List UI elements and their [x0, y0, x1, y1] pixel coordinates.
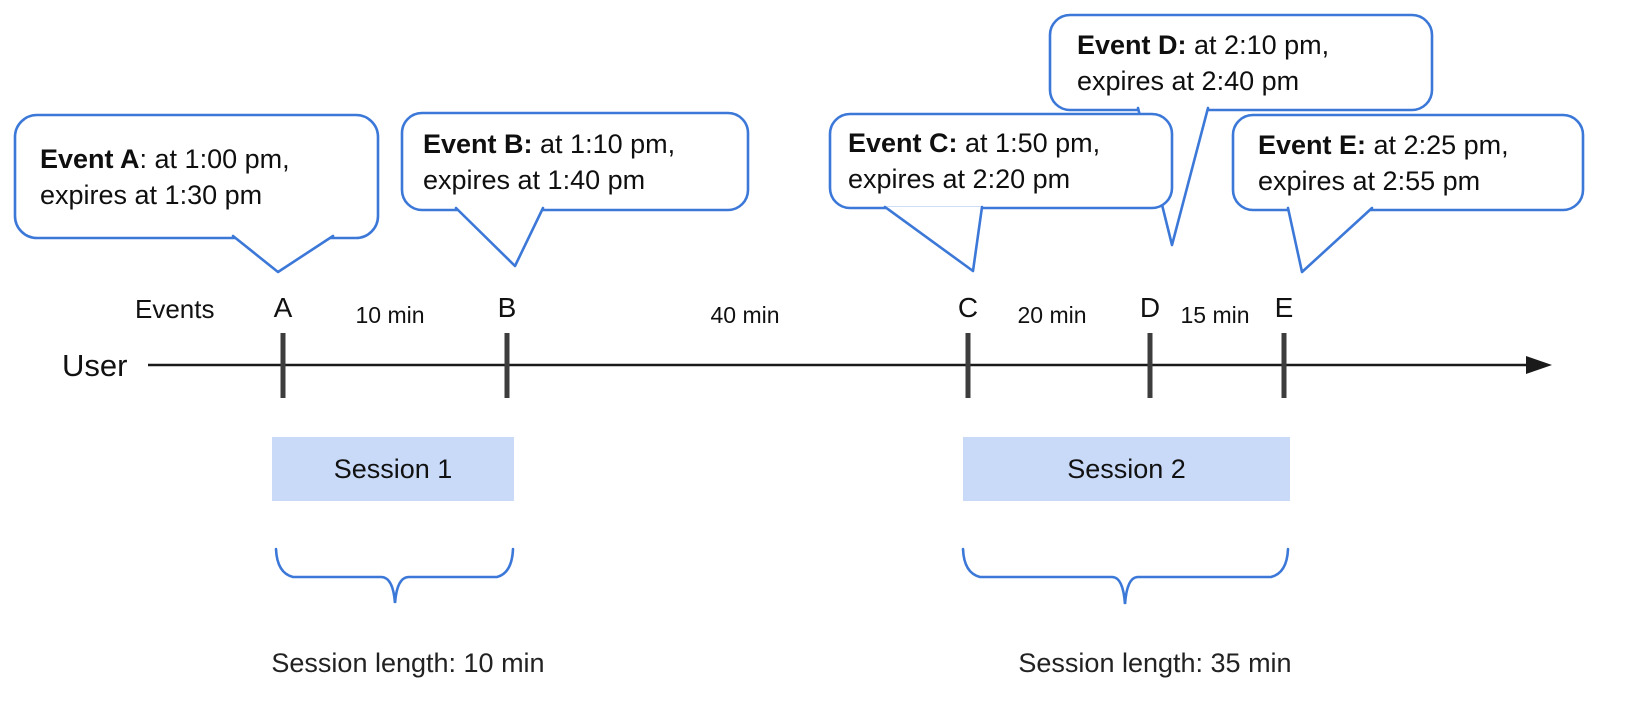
bubble-d-line2: expires at 2:40 pm — [1077, 65, 1300, 96]
bubble-a-time: : at 1:00 pm, — [139, 143, 290, 174]
speech-bubble-a: Event A: at 1:00 pm, expires at 1:30 pm — [15, 115, 378, 238]
event-letter-e: E — [1274, 292, 1294, 323]
bubble-b-time: at 1:10 pm, — [532, 128, 676, 159]
bubble-c-line2: expires at 2:20 pm — [848, 164, 1071, 194]
speech-bubble-b-tail — [454, 206, 545, 268]
event-letter-a: A — [273, 292, 293, 323]
bubble-c-time: at 1:50 pm, — [957, 128, 1101, 158]
speech-bubble-c-shape — [828, 112, 1174, 210]
speech-bubble-a-shape — [13, 113, 380, 240]
session-1-label: Session 1 — [333, 453, 453, 484]
speech-bubble-d: Event D: at 2:10 pm, expires at 2:40 pm — [1050, 15, 1432, 110]
session-2-brace — [961, 547, 1290, 605]
session-1-length-label: Session length: 10 min — [271, 648, 545, 678]
bubble-e-line1: Event E: at 2:25 pm, — [1258, 127, 1583, 163]
events-axis-label: Events — [135, 294, 215, 324]
bubble-b-line2: expires at 1:40 pm — [423, 164, 646, 195]
session-2-label: Session 2 — [1067, 453, 1186, 484]
session-1-box: Session 1 — [272, 437, 514, 501]
interval-label-a-b: 10 min — [355, 302, 425, 328]
timeline-arrowhead — [1526, 356, 1552, 374]
bubble-b-title: Event B: — [423, 128, 533, 159]
bubble-c-line1: Event C: at 1:50 pm, — [848, 125, 1172, 161]
bubble-e-time: at 2:25 pm, — [1366, 129, 1509, 160]
speech-bubble-e-shape — [1231, 113, 1585, 212]
bubble-d-time: at 2:10 pm, — [1186, 29, 1330, 60]
session-2-length-label: Session length: 35 min — [1018, 648, 1292, 678]
bubble-a-line1: Event A: at 1:00 pm, — [40, 141, 378, 177]
event-letter-b: B — [497, 292, 517, 323]
bubble-a-title: Event A — [40, 143, 140, 174]
speech-bubble-e: Event E: at 2:25 pm, expires at 2:55 pm — [1233, 115, 1583, 210]
speech-bubble-c: Event C: at 1:50 pm, expires at 2:20 pm — [830, 114, 1172, 208]
speech-bubble-a-tail — [231, 234, 335, 274]
speech-bubble-b: Event B: at 1:10 pm, expires at 1:40 pm — [402, 113, 748, 210]
bubble-e-title: Event E: — [1258, 129, 1367, 160]
session-2-box: Session 2 — [963, 437, 1290, 501]
session-1-brace — [274, 547, 515, 604]
speech-bubble-c-tail — [883, 205, 984, 273]
interval-label-c-d: 20 min — [1017, 302, 1087, 328]
bubble-a-line2: expires at 1:30 pm — [40, 179, 263, 210]
interval-label-b-c: 40 min — [710, 302, 780, 328]
event-letter-d: D — [1139, 292, 1161, 323]
speech-bubble-b-shape — [400, 111, 750, 212]
speech-bubble-e-tail — [1286, 206, 1374, 274]
event-letter-c: C — [957, 292, 979, 323]
bubble-b-line1: Event B: at 1:10 pm, — [423, 126, 748, 162]
bubble-e-line2: expires at 2:55 pm — [1258, 165, 1481, 196]
bubble-c-title: Event C: — [848, 128, 958, 158]
speech-bubble-d-shape — [1048, 13, 1434, 112]
bubble-d-line1: Event D: at 2:10 pm, — [1077, 27, 1432, 63]
bubble-d-title: Event D: — [1077, 29, 1187, 60]
interval-label-d-e: 15 min — [1180, 302, 1250, 328]
user-axis-label: User — [62, 348, 128, 383]
